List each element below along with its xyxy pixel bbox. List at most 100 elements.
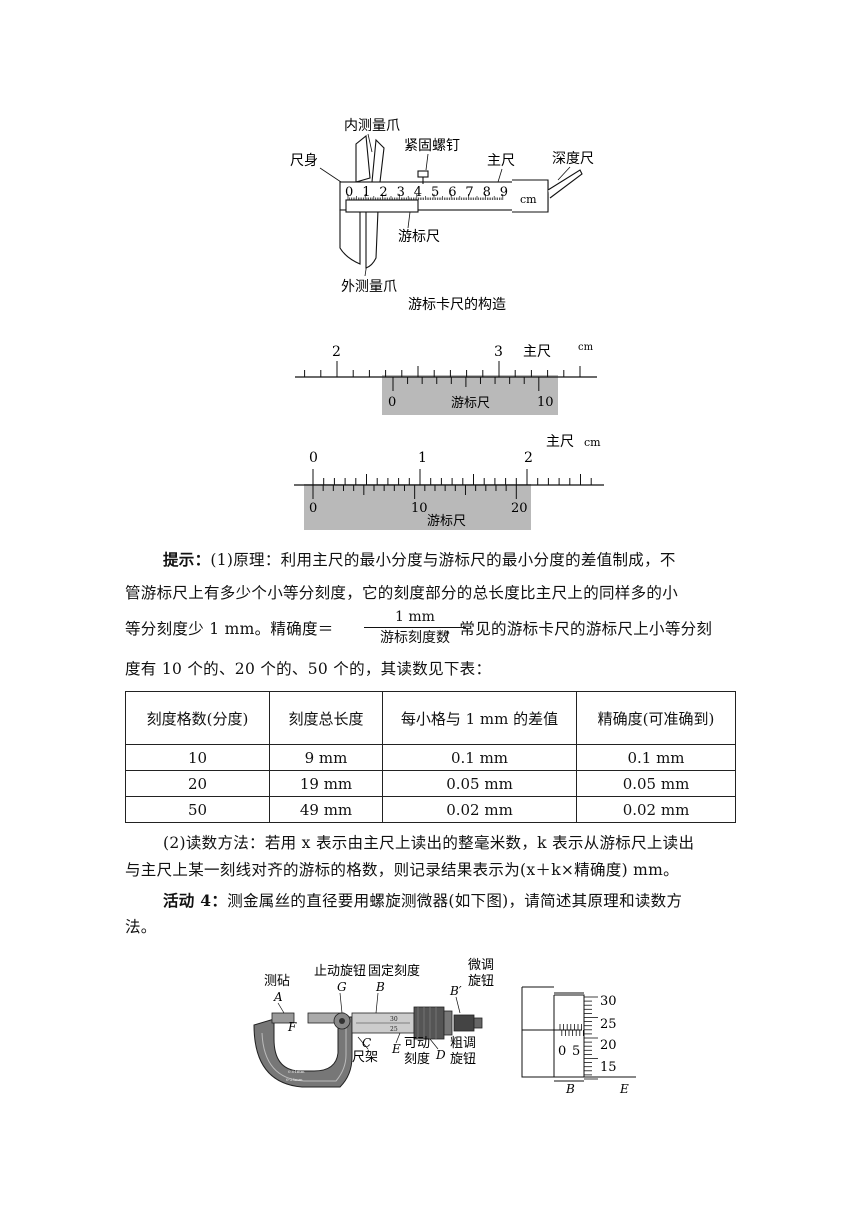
vernier-number-20: 20 [511, 501, 528, 516]
svg-text:30: 30 [390, 1016, 398, 1023]
stop-letter: G [337, 980, 347, 994]
vernier-label: 游标尺 [427, 514, 466, 529]
coarse-label-2: 旋钮 [450, 1052, 476, 1067]
vernier-number-0: 0 [309, 501, 317, 516]
caliper-scale-number: 2 [379, 185, 387, 200]
thimble-label-1: 可动 [404, 1036, 430, 1051]
depth-rod-label: 深度尺 [552, 151, 594, 167]
fine-knob-label-1: 微调 [468, 958, 494, 973]
thimble-number-25: 25 [600, 1017, 617, 1032]
table-cell: 0.02 mm [576, 796, 736, 823]
lock-screw-label: 紧固螺钉 [404, 138, 460, 154]
sleeve-number-5: 5 [572, 1044, 580, 1059]
table-header: 精确度(可准确到) [576, 691, 736, 745]
reading-line-2: 与主尺上某一刻线对齐的游标的格数，则记录结果表示为(x＋k×精确度) mm。 [125, 861, 679, 879]
stop-knob-label: 止动旋钮 [314, 964, 366, 979]
main-number-1: 1 [418, 450, 427, 466]
activity-text-1: 测金属丝的直径要用螺旋测微器(如下图)，请简述其原理和读数方 [227, 892, 683, 910]
hint-text-3b: ，常见的游标卡尺的游标尺上小等分刻 [443, 620, 713, 638]
hint-line-1: 提示：(1)原理：利用主尺的最小分度与游标尺的最小分度的差值制成，不 [125, 546, 737, 574]
coarse-label-1: 粗调 [450, 1036, 476, 1051]
frame-label: 尺架 [352, 1050, 378, 1065]
table-cell: 0.1 mm [576, 744, 736, 771]
spindle-label-1: 测微 [286, 1036, 312, 1051]
caliper-scale-number: 6 [448, 185, 456, 200]
vernier-number-10: 10 [411, 501, 428, 516]
table-cell: 0.05 mm [382, 770, 577, 797]
table-cell: 10 [125, 744, 270, 771]
hint-line-2: 管游标尺上有多少个小等分刻度，它的刻度部分的总长度比主尺上的同样多的小 [125, 584, 679, 602]
svg-text:25: 25 [390, 1026, 398, 1033]
vernier-scale-figure-20: 0 1 2 主尺 cm 0 10 20 游标尺 [294, 434, 604, 530]
hint-text-1: (1)原理：利用主尺的最小分度与游标尺的最小分度的差值制成，不 [210, 551, 676, 569]
letter-e: E [619, 1082, 629, 1096]
fraction-denominator: 游标刻度数 [380, 630, 450, 646]
main-scale-label: 主尺 [523, 344, 551, 360]
main-number-2: 2 [332, 344, 341, 360]
spindle-label-2: 螺杆 [286, 1051, 312, 1066]
unit-label: cm [578, 342, 594, 353]
reading-text-1: (2)读数方法：若用 x 表示由主尺上读出的整毫米数，k 表示从游标尺上读出 [163, 834, 695, 852]
vernier-scale-figure-10: 2 3 主尺 cm 0 游标尺 10 [295, 342, 597, 415]
caliper-scale-number: 7 [465, 185, 473, 200]
sleeve-number-0: 0 [558, 1044, 566, 1059]
main-number-3: 3 [494, 344, 503, 360]
anvil-label: 测砧 [264, 974, 290, 989]
vernier-label: 游标尺 [398, 229, 440, 245]
coarse-letter: D [435, 1048, 446, 1062]
activity-line-2: 法。 [125, 918, 157, 936]
table-header-row: 刻度格数(分度) 刻度总长度 每小格与 1 mm 的差值 精确度(可准确到) [125, 691, 736, 745]
main-scale-label: 主尺 [487, 153, 515, 169]
unit-label: cm [584, 436, 601, 449]
thimble-letter: E [391, 1042, 401, 1056]
fixed-letter: B [375, 980, 385, 994]
caliper-scale-number: 4 [414, 185, 422, 200]
table-cell: 0.1 mm [382, 744, 577, 771]
svg-text:0.01mm: 0.01mm [288, 1069, 305, 1074]
table-cell: 0.05 mm [576, 770, 736, 797]
vernier-label: 游标尺 [451, 396, 490, 411]
table-cell: 50 [125, 796, 270, 823]
vernier-number-10: 10 [537, 395, 554, 410]
inner-jaw-label: 内测量爪 [344, 118, 400, 134]
table-header: 刻度格数(分度) [125, 691, 270, 745]
activity-line-1: 活动 4：测金属丝的直径要用螺旋测微器(如下图)，请简述其原理和读数方 [125, 887, 737, 915]
precision-fraction: 1 mm 游标刻度数 [360, 608, 470, 647]
fraction-numerator: 1 mm [395, 609, 435, 625]
main-number-2: 2 [524, 450, 533, 466]
letter-b: B [565, 1082, 575, 1096]
fine-letter: B′ [449, 984, 462, 998]
vernier-plate [382, 375, 558, 415]
thimble-number-15: 15 [600, 1060, 617, 1075]
micrometer-scale-detail: 0 5 30 25 20 15 B E [521, 986, 636, 1096]
table-cell: 49 mm [269, 796, 383, 823]
thimble-number-20: 20 [600, 1038, 617, 1053]
caliper-scale-number: 5 [431, 185, 439, 200]
svg-text:0-25mm: 0-25mm [286, 1077, 303, 1082]
activity-lead: 活动 4： [163, 891, 228, 910]
precision-table: 刻度格数(分度) 刻度总长度 每小格与 1 mm 的差值 精确度(可准确到) 1… [125, 691, 736, 823]
caliper-scale-number: 0 [345, 185, 353, 200]
caliper-scale-number: 8 [483, 185, 491, 200]
main-scale-label: 主尺 [546, 434, 574, 450]
fixed-scale-label: 固定刻度 [368, 963, 420, 979]
thimble-label-2: 刻度 [404, 1051, 430, 1067]
table-header: 刻度总长度 [269, 691, 383, 745]
vernier-number-0: 0 [388, 395, 396, 410]
caliper-scale-number: 1 [362, 185, 370, 200]
table-row: 20 19 mm 0.05 mm 0.05 mm [125, 770, 736, 797]
table-row: 50 49 mm 0.02 mm 0.02 mm [125, 796, 736, 823]
body-label: 尺身 [290, 153, 318, 169]
caliper-caption: 游标卡尺的构造 [408, 297, 506, 313]
table-cell: 19 mm [269, 770, 383, 797]
caliper-figure: 内测量爪 紧固螺钉 主尺 深度尺 尺身 游标尺 外测量爪 游标卡尺的构造 cm … [290, 118, 594, 313]
table-cell: 9 mm [269, 744, 383, 771]
thimble-number-30: 30 [600, 994, 617, 1009]
frame-letter: C [362, 1036, 371, 1050]
caliper-scale-number: 3 [397, 185, 405, 200]
hint-line-3: 等分刻度少 1 mm。精确度＝，常见的游标卡尺的游标尺上小等分刻 [125, 616, 737, 643]
reading-line-1: (2)读数方法：若用 x 表示由主尺上读出的整毫米数，k 表示从游标尺上读出 [125, 830, 737, 857]
vernier-plate [304, 484, 531, 530]
caliper-scale-number: 9 [500, 185, 508, 200]
micrometer-figure: 30 25 0.01mm 0-25mm 测砧 A 止动旋钮 G 固定刻度 B 微… [253, 958, 494, 1088]
